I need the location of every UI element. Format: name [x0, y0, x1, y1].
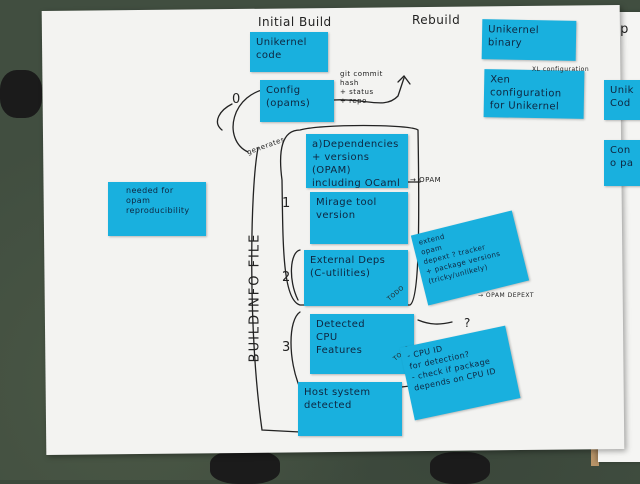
- note-mirage-tool: Mirage tool version: [310, 192, 408, 244]
- note-cpu-features: Detected CPU Features: [310, 314, 414, 374]
- xl-annotation: XL configuration: [532, 66, 590, 73]
- note-left-legend: needed for opam reproducibility: [108, 182, 206, 236]
- shoe-bottom-right: [430, 452, 490, 484]
- rebuild-header: Rebuild: [412, 13, 461, 27]
- to-opam-label: → OPAM: [410, 176, 442, 184]
- opam-depext-label: → OPAM DEPEXT: [478, 292, 535, 299]
- num-3: 3: [282, 340, 291, 355]
- note-right-edge-1: Unik Cod: [604, 80, 640, 120]
- note-unikernel-code: Unikernel code: [250, 32, 328, 72]
- num-2: 2: [282, 270, 291, 285]
- buildinfo-file-label: BUILDINFO FILE: [247, 232, 263, 363]
- shoe-bottom-left: [210, 450, 280, 484]
- note-external-deps: External Deps (C-utilities): [304, 250, 408, 306]
- note-unikernel-binary: Unikernel binary: [481, 19, 577, 61]
- shoe-left: [0, 70, 42, 118]
- num-1: 1: [282, 196, 291, 211]
- note-dependencies: a)Dependencies + versions (OPAM) includi…: [306, 134, 408, 189]
- note-right-edge-2: Con o pa: [604, 140, 640, 186]
- note-config: Config (opams): [260, 80, 334, 122]
- git-commit-annotation: git commit hash + status + repo: [340, 70, 383, 105]
- note-host-system: Host system detected: [298, 382, 402, 436]
- question-mark: ?: [464, 316, 471, 330]
- note-xen-config: Xen configuration for Unikernel: [483, 69, 585, 119]
- initial-build-header: Initial Build: [258, 15, 332, 29]
- num-0: 0: [232, 92, 241, 107]
